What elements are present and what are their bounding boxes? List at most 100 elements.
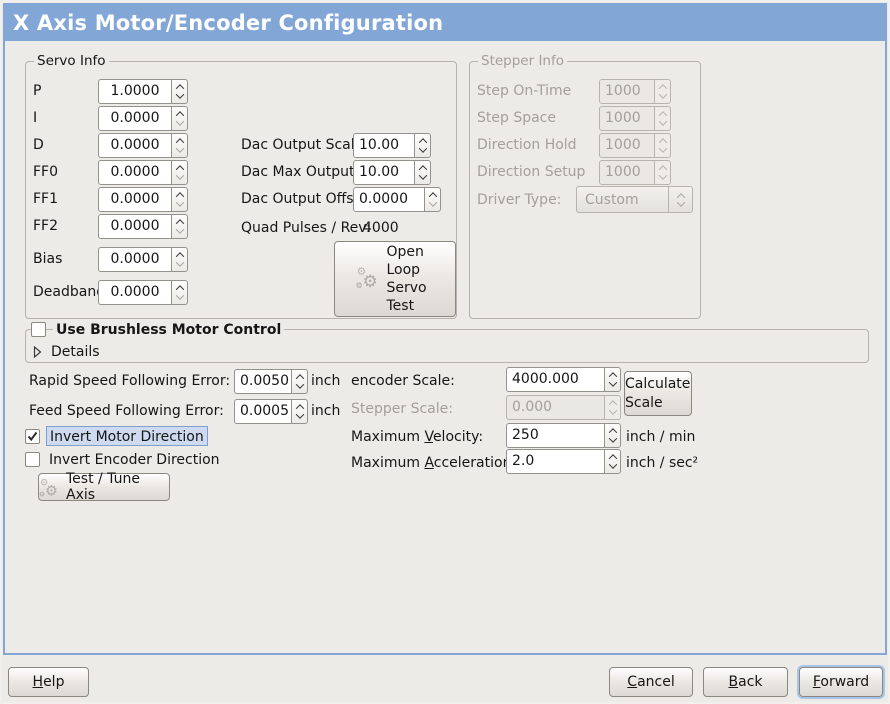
max-acceleration-entry[interactable]: 2.0 — [506, 449, 605, 474]
titlebar: X Axis Motor/Encoder Configuration — [5, 5, 885, 41]
servo-spin-deadband[interactable]: 0.0000 — [98, 280, 188, 305]
max-velocity-entry[interactable]: 250 — [506, 423, 605, 448]
spin-buttons[interactable] — [414, 160, 431, 185]
spin-buttons[interactable] — [604, 423, 621, 448]
servo-label-bias: Bias — [33, 251, 63, 267]
spin-buttons[interactable] — [171, 214, 188, 239]
gears-icon: ⚙ ⚙ ⚙ — [355, 265, 378, 292]
step-space-entry: 1000 — [599, 106, 655, 131]
calculate-scale-button[interactable]: Calculate Scale — [624, 371, 692, 416]
servo-info-title: Servo Info — [34, 53, 109, 69]
invert-motor-label[interactable]: Invert Motor Direction — [46, 426, 208, 446]
max-acceleration-unit: inch / sec² — [626, 455, 699, 471]
expander-triangle-icon — [33, 346, 42, 358]
spin-buttons[interactable] — [291, 369, 308, 394]
servo-spin-bias[interactable]: 0.0000 — [98, 247, 188, 272]
forward-button[interactable]: Forward — [799, 667, 883, 697]
rapid-error-spin[interactable]: 0.0050 — [234, 369, 308, 394]
servo-label-d: D — [33, 137, 44, 153]
test-tune-button-label: Test / Tune Axis — [66, 471, 140, 503]
brushless-checkbox[interactable] — [31, 322, 46, 337]
spin-buttons[interactable] — [171, 247, 188, 272]
step-on-time-entry: 1000 — [599, 79, 655, 104]
step-on-time-label: Step On-Time — [477, 83, 572, 99]
servo-entry-ff1[interactable]: 0.0000 — [98, 187, 172, 212]
servo-entry-ff2[interactable]: 0.0000 — [98, 214, 172, 239]
driver-type-value: Custom — [585, 191, 639, 208]
invert-motor-checkbox[interactable] — [25, 429, 40, 444]
servo-entry-bias[interactable]: 0.0000 — [98, 247, 172, 272]
gears-icon: ⚙ ⚙ ⚙ — [39, 476, 58, 500]
stepper-scale-entry: 0.000 — [506, 395, 605, 420]
test-tune-axis-button[interactable]: ⚙ ⚙ ⚙ Test / Tune Axis — [38, 471, 170, 503]
servo-spin-ff2[interactable]: 0.0000 — [98, 214, 188, 239]
servo-entry-deadband[interactable]: 0.0000 — [98, 280, 172, 305]
servo-info-frame: Servo Info — [25, 53, 457, 319]
quad-pulses-value: 4000 — [363, 220, 399, 236]
spin-buttons — [654, 133, 671, 158]
max-acceleration-spin[interactable]: 2.0 — [506, 449, 621, 474]
help-button[interactable]: Help — [8, 667, 89, 697]
encoder-scale-spin[interactable]: 4000.000 — [506, 367, 621, 392]
servo-label-ff1: FF1 — [33, 191, 59, 207]
spin-buttons[interactable] — [171, 106, 188, 131]
spin-buttons[interactable] — [291, 399, 308, 424]
servo-entry-p[interactable]: 1.0000 — [98, 79, 172, 104]
servo-label-p: P — [33, 83, 42, 99]
servo-spin-ff1[interactable]: 0.0000 — [98, 187, 188, 212]
driver-type-label: Driver Type: — [477, 192, 562, 208]
dac-output-offset-entry[interactable]: 0.0000 — [353, 187, 425, 212]
calculate-button-label: Calculate Scale — [625, 376, 691, 411]
max-velocity-label: Maximum Velocity: — [351, 429, 484, 445]
spin-buttons — [654, 79, 671, 104]
stepper-info-title: Stepper Info — [478, 53, 568, 69]
feed-error-spin[interactable]: 0.0005 — [234, 399, 308, 424]
spin-buttons[interactable] — [171, 160, 188, 185]
spin-buttons[interactable] — [171, 79, 188, 104]
feed-error-entry[interactable]: 0.0005 — [234, 399, 292, 424]
spin-buttons[interactable] — [171, 187, 188, 212]
dac-output-scale-spin[interactable]: 10.00 — [353, 133, 431, 158]
servo-label-ff0: FF0 — [33, 164, 59, 180]
dac-max-output-entry[interactable]: 10.00 — [353, 160, 415, 185]
servo-spin-i[interactable]: 0.0000 — [98, 106, 188, 131]
servo-entry-ff0[interactable]: 0.0000 — [98, 160, 172, 185]
rapid-error-entry[interactable]: 0.0050 — [234, 369, 292, 394]
max-velocity-unit: inch / min — [626, 429, 696, 445]
spin-buttons[interactable] — [171, 133, 188, 158]
rapid-error-unit: inch — [311, 373, 341, 389]
spin-buttons[interactable] — [424, 187, 441, 212]
encoder-scale-entry[interactable]: 4000.000 — [506, 367, 605, 392]
servo-entry-d[interactable]: 0.0000 — [98, 133, 172, 158]
spin-buttons[interactable] — [414, 133, 431, 158]
direction-setup-spin: 1000 — [599, 160, 671, 185]
dac-output-scale-entry[interactable]: 10.00 — [353, 133, 415, 158]
cancel-button-label: Cancel — [627, 674, 675, 690]
spin-buttons[interactable] — [604, 367, 621, 392]
dac-output-offset-spin[interactable]: 0.0000 — [353, 187, 441, 212]
invert-encoder-label[interactable]: Invert Encoder Direction — [49, 452, 220, 468]
cancel-button[interactable]: Cancel — [609, 667, 693, 697]
invert-encoder-checkbox[interactable] — [25, 452, 40, 467]
spin-buttons[interactable] — [604, 449, 621, 474]
servo-entry-i[interactable]: 0.0000 — [98, 106, 172, 131]
servo-spin-ff0[interactable]: 0.0000 — [98, 160, 188, 185]
max-velocity-spin[interactable]: 250 — [506, 423, 621, 448]
dac-max-output-spin[interactable]: 10.00 — [353, 160, 431, 185]
feed-error-label: Feed Speed Following Error: — [29, 403, 224, 419]
servo-spin-p[interactable]: 1.0000 — [98, 79, 188, 104]
back-button[interactable]: Back — [703, 667, 788, 697]
spin-buttons — [654, 106, 671, 131]
brushless-label: Use Brushless Motor Control — [53, 320, 285, 340]
spin-buttons[interactable] — [171, 280, 188, 305]
open-loop-servo-test-button[interactable]: ⚙ ⚙ ⚙ Open Loop Servo Test — [334, 241, 456, 317]
direction-hold-label: Direction Hold — [477, 137, 577, 153]
content-area: Servo Info P 1.0000 I 0.0000 D 0.0000 FF… — [5, 41, 885, 653]
servo-spin-d[interactable]: 0.0000 — [98, 133, 188, 158]
dac-output-offset-label: Dac Output Offset: — [241, 191, 373, 207]
details-expander[interactable]: Details — [33, 342, 100, 362]
combo-arrows-icon — [668, 187, 692, 212]
forward-button-label: Forward — [812, 674, 870, 690]
page-title: X Axis Motor/Encoder Configuration — [13, 11, 444, 35]
